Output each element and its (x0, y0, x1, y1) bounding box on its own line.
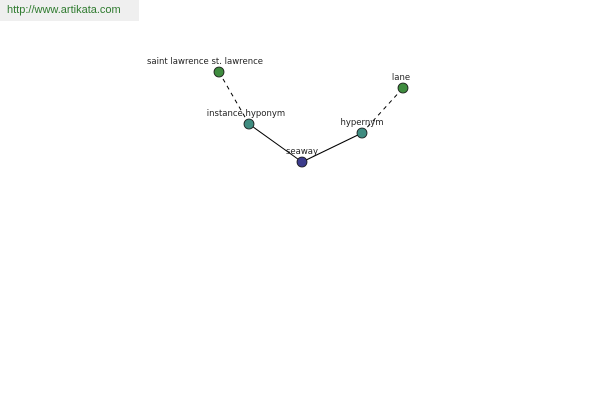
graph-nodes: seaway instance hyponym hypernym saint lawr… (147, 57, 410, 168)
node-circle-instance-hyponym[interactable] (243, 118, 255, 130)
url-banner: http://www.artikata.com (0, 0, 139, 21)
node-seaway[interactable]: seaway (286, 147, 318, 168)
edge-hypernym-lane (361, 87, 404, 134)
node-label-saint-lawrence: saint lawrence st. lawrence (147, 57, 263, 67)
site-url-link[interactable]: http://www.artikata.com (7, 4, 121, 16)
edge-seaway-instance-hyponym (248, 123, 303, 163)
node-lane[interactable]: lane (392, 73, 410, 94)
edge-seaway-hypernym (301, 132, 363, 163)
node-label-hypernym: hypernym (340, 118, 383, 128)
node-circle-lane[interactable] (397, 82, 409, 94)
node-label-instance-hyponym: instance hyponym (207, 109, 285, 119)
edge-instance-hyponym-saint-lawrence (218, 71, 250, 125)
node-circle-hypernym[interactable] (356, 127, 368, 139)
node-circle-seaway[interactable] (296, 156, 308, 168)
node-label-seaway: seaway (286, 147, 318, 157)
node-circle-saint-lawrence[interactable] (213, 66, 225, 78)
node-saint-lawrence[interactable]: saint lawrence st. lawrence (147, 57, 263, 78)
node-label-lane: lane (392, 73, 410, 83)
node-instance-hyponym[interactable]: instance hyponym (207, 109, 285, 130)
node-hypernym[interactable]: hypernym (340, 118, 384, 139)
graph-edges (218, 71, 404, 163)
